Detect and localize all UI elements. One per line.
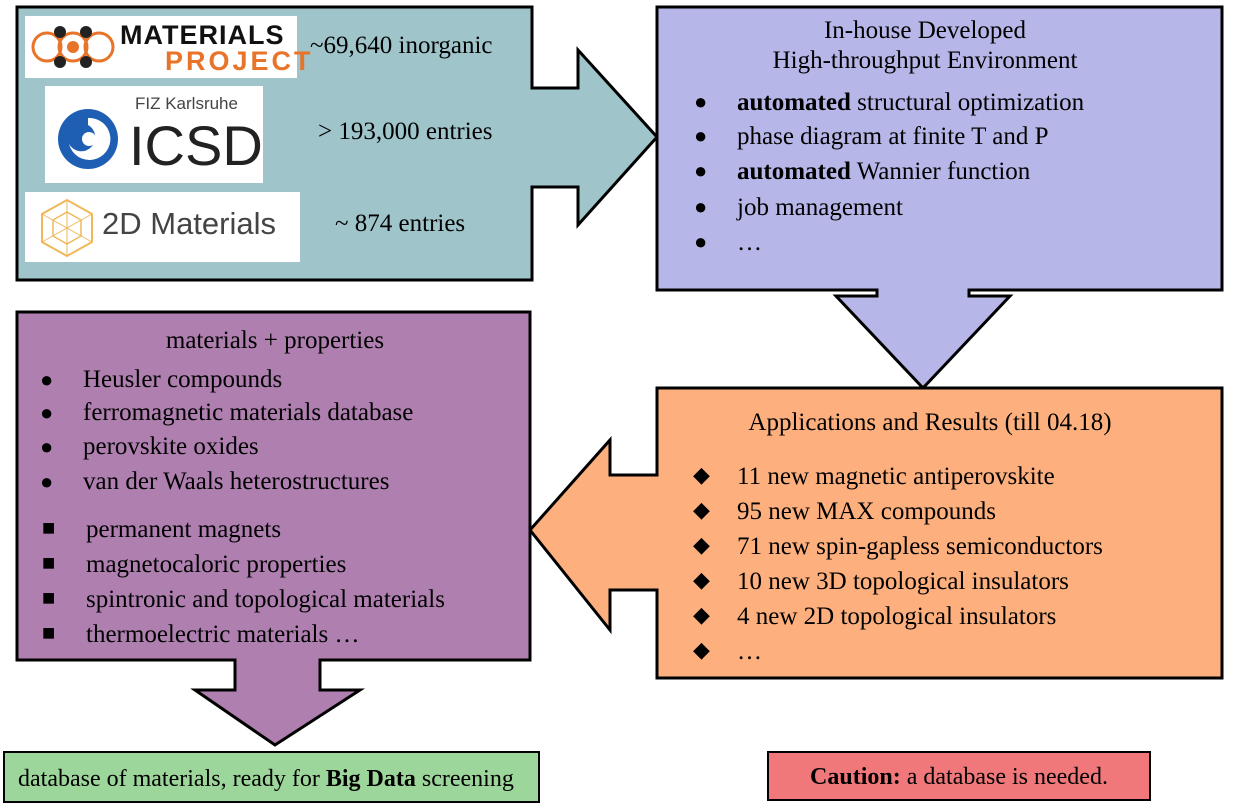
bullet-icon: ● <box>40 434 54 459</box>
materials-block <box>15 310 532 747</box>
diamond-icon: ◆ <box>693 567 710 592</box>
icsd-swirl-icon <box>58 109 118 169</box>
materials-project-count: ~69,640 inorganic <box>310 32 493 59</box>
square-bullet-icon: ■ <box>42 585 56 610</box>
environment-item: automated structural optimization <box>737 89 1085 116</box>
bullet-icon: ● <box>694 158 708 183</box>
bullet-icon: ● <box>40 367 54 392</box>
square-bullet-icon: ■ <box>42 620 56 645</box>
environment-title-line2: High-throughput Environment <box>772 47 1078 74</box>
icsd-logo: FIZ Karlsruhe ICSD <box>45 86 263 183</box>
materials-title: materials + properties <box>165 327 385 354</box>
2d-materials-count: ~ 874 entries <box>335 210 466 237</box>
applications-block <box>528 386 1224 680</box>
caution-text: Caution: a database is needed. <box>810 764 1108 790</box>
diamond-icon: ◆ <box>693 532 710 557</box>
icsd-count: > 193,000 entries <box>318 118 493 145</box>
application-item: 95 new MAX compounds <box>737 498 997 525</box>
icsd-line2: ICSD <box>129 114 263 177</box>
application-item: 10 new 3D topological insulators <box>737 568 1069 595</box>
material-item: permanent magnets <box>86 516 282 543</box>
material-item: spintronic and topological materials <box>86 586 445 613</box>
diamond-icon: ◆ <box>693 637 710 662</box>
2d-materials-logo: 2D Materials <box>25 192 300 262</box>
database-text: database of materials, ready for Big Dat… <box>18 766 514 792</box>
material-item: perovskite oxides <box>83 433 259 460</box>
caution-box <box>767 751 1151 801</box>
square-bullet-icon: ■ <box>42 515 56 540</box>
square-bullet-icon: ■ <box>42 550 56 575</box>
environment-item: … <box>737 229 762 256</box>
application-item: 4 new 2D topological insulators <box>737 603 1057 630</box>
environment-title-line1: In-house Developed <box>823 17 1026 44</box>
application-item: 71 new spin-gapless semiconductors <box>737 533 1103 560</box>
diamond-icon: ◆ <box>693 602 710 627</box>
material-item: Heusler compounds <box>83 366 283 393</box>
environment-item: job management <box>737 194 903 221</box>
bullet-icon: ● <box>694 194 708 219</box>
bullet-icon: ● <box>694 89 708 114</box>
material-item: ferromagnetic materials database <box>83 399 414 426</box>
environment-item: automated Wannier function <box>737 158 1031 185</box>
diamond-icon: ◆ <box>693 462 710 487</box>
2d-materials-hexagon-icon <box>41 198 93 257</box>
materials-project-logo: MATERIALS PROJECT <box>25 16 311 78</box>
environment-item: phase diagram at finite T and P <box>737 123 1049 150</box>
bullet-icon: ● <box>40 469 54 494</box>
material-item: thermoelectric materials … <box>86 621 360 648</box>
materials-project-line2: PROJECT <box>165 46 314 76</box>
bullet-icon: ● <box>694 123 708 148</box>
diamond-icon: ◆ <box>693 497 710 522</box>
bullet-icon: ● <box>40 400 54 425</box>
materials-project-line1: MATERIALS <box>120 20 285 50</box>
database-box <box>3 751 540 803</box>
2d-materials-text: 2D Materials <box>102 206 276 241</box>
material-item: van der Waals heterostructures <box>83 468 390 495</box>
application-item: 11 new magnetic antiperovskite <box>737 463 1055 490</box>
icsd-line1: FIZ Karlsruhe <box>135 94 238 113</box>
applications-title: Applications and Results (till 04.18) <box>748 409 1112 436</box>
environment-block-shape <box>655 5 1224 391</box>
material-item: magnetocaloric properties <box>86 551 347 578</box>
materials-project-icon <box>31 26 115 68</box>
application-item: … <box>737 638 762 665</box>
bullet-icon: ● <box>694 229 708 254</box>
